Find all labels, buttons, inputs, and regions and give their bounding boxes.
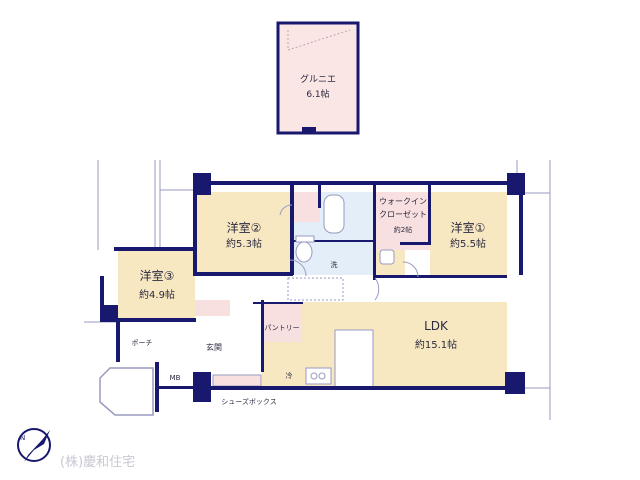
wash-label: 洗 xyxy=(331,260,338,269)
loft-size: 6.1帖 xyxy=(306,88,329,100)
entrance-label: 玄関 xyxy=(206,342,222,352)
western2-size: 約5.3帖 xyxy=(226,237,262,250)
bay-window xyxy=(99,367,154,416)
room-fills xyxy=(118,192,507,389)
compass-icon: N xyxy=(17,428,51,462)
loft-name: グルニエ xyxy=(300,73,336,85)
wic-size: 約2帖 xyxy=(394,225,412,234)
company-name: (株)慶和住宅 xyxy=(60,455,135,470)
mb-label: MB xyxy=(170,374,181,382)
compass-north: N xyxy=(20,434,25,442)
pantry-label: パントリー xyxy=(264,324,299,332)
wic-name2: クローゼット xyxy=(379,209,427,219)
fixtures xyxy=(279,194,419,385)
loft-room: グルニエ 6.1帖 xyxy=(276,21,360,135)
walls xyxy=(100,173,525,412)
western1-name: 洋室① xyxy=(451,220,486,235)
ldk-size: 約15.1帖 xyxy=(415,338,457,351)
western1-size: 約5.5帖 xyxy=(450,237,486,250)
fridge-label: 冷 xyxy=(286,371,293,380)
western3-size: 約4.9帖 xyxy=(139,288,175,301)
ldk-name: LDK xyxy=(424,319,449,333)
shoebox-label: シューズボックス xyxy=(221,397,276,406)
western3-name: 洋室③ xyxy=(140,268,175,283)
porch-label: ポーチ xyxy=(132,339,153,347)
wic-name1: ウォークイン xyxy=(379,197,427,206)
western2-name: 洋室② xyxy=(227,220,262,235)
